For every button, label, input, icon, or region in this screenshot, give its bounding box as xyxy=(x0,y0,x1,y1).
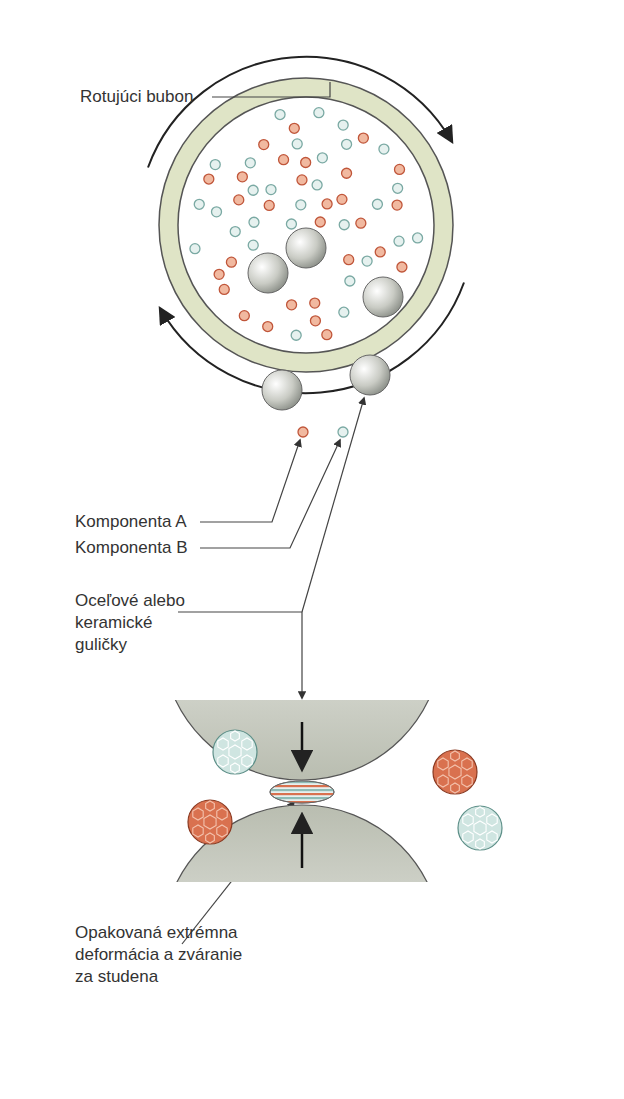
force-arrow xyxy=(301,722,304,768)
callout-label: Rotujúci bubon xyxy=(80,86,193,108)
callout-label: Komponenta B xyxy=(75,537,187,559)
deformed-flake xyxy=(268,781,336,803)
component-b-particle xyxy=(338,427,348,437)
colliding-balls xyxy=(162,500,442,1085)
drum-interior xyxy=(178,97,434,353)
powder-particles-close xyxy=(188,730,502,850)
drum-wall xyxy=(159,78,453,372)
grinding-balls xyxy=(248,228,403,410)
callout-label: Komponenta A xyxy=(75,511,187,533)
callout-label: Oceľové alebo keramické guličky xyxy=(75,590,185,656)
component-a-particle xyxy=(298,427,308,437)
callout-label: Opakovaná extrémna deformácia a zváranie… xyxy=(75,922,245,988)
force-arrow xyxy=(301,816,304,868)
powder-particles xyxy=(190,108,423,341)
